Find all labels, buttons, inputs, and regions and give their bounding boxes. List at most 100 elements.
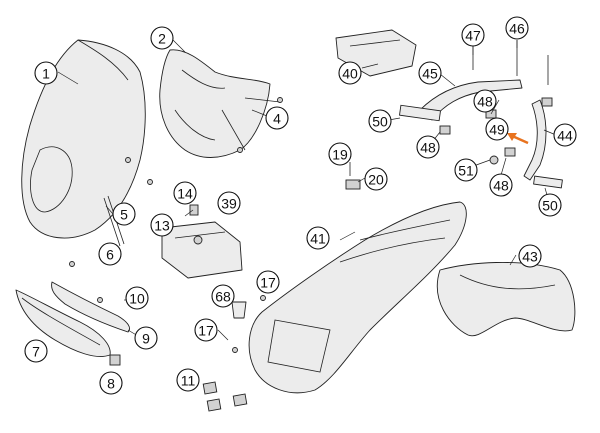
callout-label: 10 [129,291,145,307]
callout-circle [518,244,542,268]
callout-label: 43 [522,249,538,265]
callout-19: 19 [328,142,352,166]
callout-68: 68 [211,284,235,308]
callout-14: 14 [173,181,197,205]
callout-43: 43 [518,244,542,268]
part-spacer-sleeve-rear [533,175,563,189]
callout-label: 1 [42,66,50,82]
callout-8: 8 [99,371,123,395]
callout-label: 4 [273,111,281,127]
callout-circle [217,191,241,215]
callout-circle [134,326,158,350]
callout-51: 51 [454,158,478,182]
callout-label: 7 [32,344,40,360]
callout-label: 2 [158,31,166,47]
callout-label: 11 [181,373,196,389]
part-headlight-fairing [159,49,271,158]
callout-label: 6 [106,247,114,263]
part-clips [202,381,248,412]
callout-49: 49 [485,117,509,141]
part-rear-fender [436,262,576,337]
callout-label: 5 [120,207,128,223]
callout-label: 48 [420,140,436,156]
callout-39: 39 [217,191,241,215]
callout-6: 6 [98,242,122,266]
callout-46: 46 [505,16,529,40]
callout-1: 1 [34,61,58,85]
callout-circle [99,371,123,395]
callout-circle [454,158,478,182]
callout-circle [461,23,485,47]
callout-4: 4 [265,106,289,130]
part-washer [489,155,499,165]
callout-13: 13 [150,213,174,237]
part-rear-subframe [248,201,467,394]
callout-5: 5 [112,202,136,226]
callout-label: 48 [477,94,493,110]
callout-circle [306,226,330,250]
callout-label: 17 [198,323,214,339]
callout-label: 40 [342,66,358,82]
callout-circle [553,123,577,147]
part-grab-rail [419,79,547,181]
callout-label: 46 [509,21,525,37]
callout-9: 9 [134,326,158,350]
callout-circle [98,242,122,266]
callout-48: 48 [489,173,513,197]
callout-layer: 1245678910111314171719203940414344454647… [24,16,577,395]
callout-circle [125,286,149,310]
callout-circle [485,117,509,141]
callout-circle [24,339,48,363]
callout-20: 20 [364,167,388,191]
callout-circle [416,135,440,159]
part-small-bracket [109,354,121,366]
callout-circle [150,213,174,237]
callout-50: 50 [368,109,392,133]
callout-label: 51 [458,163,474,179]
callout-17: 17 [256,270,280,294]
part-spacer-sleeve [399,104,441,122]
callout-circle [489,173,513,197]
callout-47: 47 [461,23,485,47]
callout-45: 45 [418,61,442,85]
part-bushing [189,204,199,216]
callout-label: 50 [372,114,388,130]
callout-label: 14 [177,186,193,202]
callout-label: 19 [332,147,348,163]
callout-label: 39 [221,196,237,212]
part-battery-bracket [161,221,243,279]
part-rubber-grommet [231,301,247,319]
callout-circle [150,26,174,50]
callout-circle [338,61,362,85]
callout-circle [173,181,197,205]
callout-41: 41 [306,226,330,250]
callout-label: 9 [142,331,150,347]
callout-circle [34,61,58,85]
callout-48: 48 [473,89,497,113]
callout-circle [176,368,200,392]
callout-44: 44 [553,123,577,147]
callout-circle [505,16,529,40]
callout-label: 68 [215,289,231,305]
part-windscreen [21,39,146,239]
callout-label: 49 [489,122,505,138]
callout-17: 17 [194,318,218,342]
callout-10: 10 [125,286,149,310]
callout-circle [328,142,352,166]
callout-label: 8 [107,376,115,392]
callout-label: 13 [154,218,170,234]
callout-label: 45 [422,66,438,82]
callout-circle [368,109,392,133]
callout-label: 50 [542,198,558,214]
callout-label: 17 [260,275,276,291]
callout-7: 7 [24,339,48,363]
callout-circle [265,106,289,130]
callout-circle [256,270,280,294]
part-clamp [345,179,361,190]
callout-label: 41 [310,231,326,247]
callout-circle [112,202,136,226]
callout-48: 48 [416,135,440,159]
callout-label: 20 [368,172,384,188]
callout-circle [211,284,235,308]
